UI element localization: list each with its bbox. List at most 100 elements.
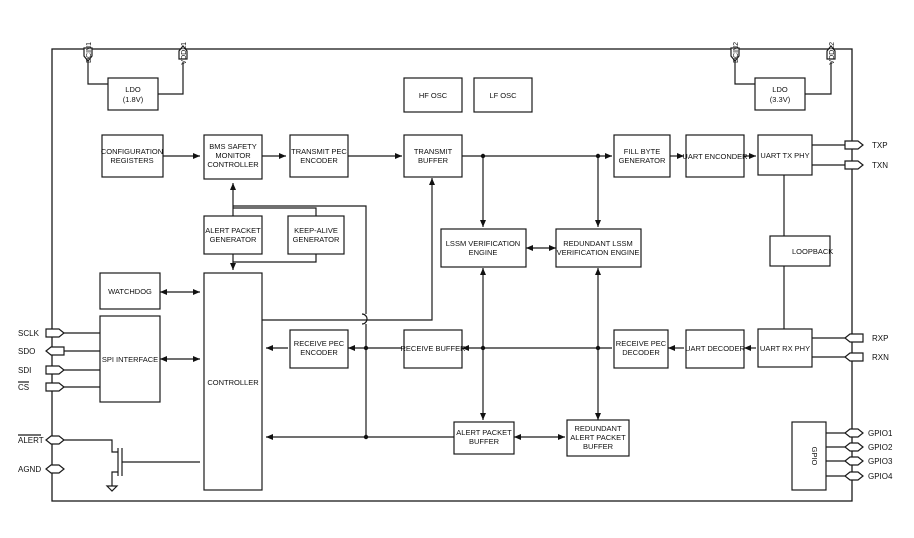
uart-rx-phy-label: UART RX PHY [760,344,810,353]
gpio-block [791,421,827,491]
pin-alert: ALERT [18,434,65,445]
bms-safety-label-1: BMS SAFETY [209,142,257,151]
pin-sclk-label: SCLK [18,329,40,338]
pin-dcin2-label: DCIN2 [733,42,740,63]
transmit-pec-block [289,134,349,178]
pin-sdi-label: SDI [18,366,31,375]
fill-byte-label-2: GENERATOR [619,156,666,165]
receive-pec-encoder-block [289,329,349,369]
receive-pec-encoder-label-2: ENCODER [300,348,338,357]
pin-dcin1-label: DCIN1 [86,42,93,63]
pin-sdi: SDI [18,365,65,375]
gpio-block-label: GPIO [810,447,819,466]
watchdog-label: WATCHDOG [108,287,152,296]
receive-pec-decoder-label-1: RECEIVE PEC [616,339,667,348]
redundant-alert-buffer-block [566,419,630,457]
redundant-lssm-block [555,228,642,268]
ldo2-label-2: (3.3V) [770,95,791,104]
hf-osc-label: HF OSC [419,91,448,100]
pin-vddl1: VDDL1 [178,42,188,65]
redundant-alert-buffer-label-3: BUFFER [583,442,614,451]
fill-byte-block [613,134,671,178]
ldo1-block [107,77,159,111]
uart-decoder-label: UART DECODER [685,344,745,353]
pin-vddl2-label: VDDL2 [829,42,836,65]
arrowheads [160,153,756,440]
pin-rxn-label: RXN [872,353,889,362]
receive-pec-decoder-block [613,329,669,369]
lf-osc-block [473,77,533,113]
bms-safety-label-2: MONITOR [215,151,251,160]
alert-packet-gen-label-1: ALERT PACKET [205,226,261,235]
uart-encoder-label: UART ENCONDER [682,152,748,161]
watchdog-block [99,272,161,310]
config-registers-label-1: CONFIGURATION [101,147,163,156]
ldo2-block [754,77,806,111]
keep-alive-block [287,215,345,255]
config-registers-block [101,134,164,178]
alert-packet-gen-label-2: GENERATOR [210,235,257,244]
ldo1-label-2: (1.8V) [123,95,144,104]
bms-safety-label-3: CONTROLLER [207,160,259,169]
redundant-alert-buffer-label-2: ALERT PACKET [570,433,626,442]
pin-gpio1: GPIO1 [844,428,893,438]
pin-vddl2: VDDL2 [826,42,836,65]
pin-dcin2: DCIN2 [730,42,740,63]
transmit-buffer-label-1: TRANSMIT [414,147,453,156]
pin-agnd-label: AGND [18,465,41,474]
pin-rxp: RXP [844,333,888,343]
redundant-lssm-label-2: VERIFICATION ENGINE [557,248,640,257]
lf-osc-label: LF OSC [489,91,517,100]
pin-sclk: SCLK [18,328,65,338]
lssm-label-2: ENGINE [469,248,498,257]
transmit-pec-label-1: TRANSMIT PEC [291,147,347,156]
pin-txn: TXN [844,160,888,170]
pin-gpio1-label: GPIO1 [868,429,893,438]
receive-buffer-label: RECEIVE BUFFER [400,344,466,353]
pin-gpio2: GPIO2 [844,442,893,452]
redundant-alert-buffer-label-1: REDUNDANT [574,424,622,433]
pin-gpio4-label: GPIO4 [868,472,893,481]
uart-tx-phy-label: UART TX PHY [760,151,809,160]
uart-decoder-block [685,329,745,369]
ldo2-label-1: LDO [772,85,788,94]
pin-vddl1-label: VDDL1 [181,42,188,65]
config-registers-label-2: REGISTERS [110,156,153,165]
receive-buffer-block [403,329,463,369]
spi-interface-block [99,315,161,403]
pin-gpio2-label: GPIO2 [868,443,893,452]
receive-pec-decoder-label-2: DECODER [622,348,660,357]
loopback-block [769,235,831,267]
alert-packet-buffer-label-2: BUFFER [469,437,500,446]
pin-cs-label: CS [18,383,29,392]
uart-tx-phy-block [757,134,813,176]
pin-cs: CS [18,381,65,392]
redundant-lssm-label-1: REDUNDANT LSSM [563,239,632,248]
transmit-pec-label-2: ENCODER [300,156,338,165]
transmit-buffer-block [403,134,463,178]
controller-label: CONTROLLER [207,378,259,387]
alert-packet-buffer-label-1: ALERT PACKET [456,428,512,437]
pin-sdo: SDO [18,346,65,356]
pin-dcin1: DCIN1 [83,42,93,63]
pin-sdo-label: SDO [18,347,35,356]
pin-txp-label: TXP [872,141,888,150]
transmit-buffer-label-2: BUFFER [418,156,449,165]
keep-alive-label-2: GENERATOR [293,235,340,244]
loopback-label: LOOPBACK [792,247,833,256]
hf-osc-block [403,77,463,113]
pin-gpio3: GPIO3 [844,456,893,466]
keep-alive-label-1: KEEP-ALIVE [294,226,338,235]
alert-packet-gen-block [203,215,263,255]
junction-dots [363,153,601,440]
ldo1-label-1: LDO [125,85,141,94]
pin-rxp-label: RXP [872,334,888,343]
lssm-block [440,228,527,268]
pin-alert-label: ALERT [18,436,44,445]
pin-gpio3-label: GPIO3 [868,457,893,466]
chip-outline [51,48,853,502]
pin-agnd: AGND [18,464,65,474]
pin-rxn: RXN [844,352,889,362]
spi-interface-label: SPI INTERFACE [102,355,158,364]
